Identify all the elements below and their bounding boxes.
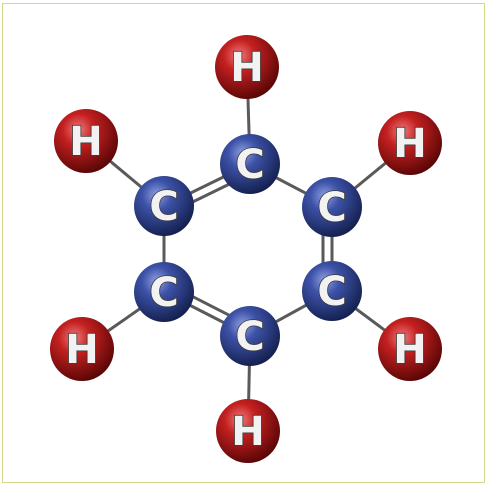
hydrogen-atom: H: [50, 317, 114, 381]
hydrogen-symbol: H: [65, 327, 98, 373]
carbon-sphere: [134, 176, 194, 236]
hydrogen-atom: H: [54, 109, 118, 173]
carbon-sphere: [302, 261, 362, 321]
carbon-atom: C: [220, 134, 280, 194]
hydrogen-sphere: [50, 317, 114, 381]
hydrogen-symbol: H: [393, 121, 426, 167]
hydrogen-symbol: H: [393, 327, 426, 373]
carbon-symbol: C: [317, 185, 346, 231]
hydrogen-atom: H: [216, 399, 280, 463]
carbon-sphere: [302, 177, 362, 237]
carbon-symbol: C: [235, 142, 264, 188]
carbon-symbol: C: [235, 314, 264, 360]
hydrogen-sphere: [54, 109, 118, 173]
carbon-sphere: [134, 262, 194, 322]
hydrogen-atom: H: [378, 111, 442, 175]
carbon-atom: C: [134, 176, 194, 236]
hydrogen-sphere: [378, 111, 442, 175]
hydrogen-symbol: H: [69, 119, 102, 165]
carbon-symbol: C: [317, 269, 346, 315]
hydrogen-sphere: [216, 399, 280, 463]
hydrogen-atom: H: [215, 35, 279, 99]
hydrogen-symbol: H: [231, 409, 264, 455]
carbon-atom: C: [220, 306, 280, 366]
carbon-atom: C: [302, 261, 362, 321]
carbon-atom: C: [134, 262, 194, 322]
carbon-symbol: C: [149, 184, 178, 230]
carbon-sphere: [220, 306, 280, 366]
carbon-sphere: [220, 134, 280, 194]
carbon-atom: C: [302, 177, 362, 237]
bonds-layer: [80, 65, 412, 433]
hydrogen-sphere: [215, 35, 279, 99]
hydrogen-atom: H: [378, 317, 442, 381]
carbon-symbol: C: [149, 270, 178, 316]
hydrogen-symbol: H: [230, 45, 263, 91]
hydrogen-sphere: [378, 317, 442, 381]
